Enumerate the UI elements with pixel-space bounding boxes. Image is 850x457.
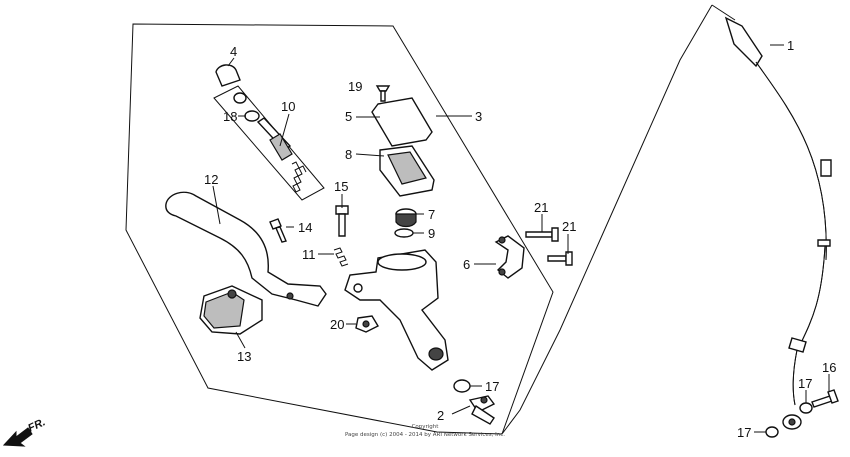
screw-14 xyxy=(269,218,287,243)
banjo-bolt-2 xyxy=(468,395,496,425)
callout-20: 20 xyxy=(330,317,344,332)
pivot-bolt-15 xyxy=(335,205,349,237)
callout-18: 18 xyxy=(223,109,237,124)
callout-5: 5 xyxy=(345,109,352,124)
screw-19 xyxy=(375,85,391,102)
leader-lines xyxy=(212,44,830,433)
callout-11: 11 xyxy=(302,247,316,262)
callout-21-b: 21 xyxy=(562,219,576,234)
callout-6: 6 xyxy=(463,257,470,272)
callout-8: 8 xyxy=(345,147,352,162)
front-arrow-icon xyxy=(2,427,33,447)
assembly-outline xyxy=(125,23,554,435)
clutch-lever xyxy=(165,191,327,307)
front-direction-indicator: FR. xyxy=(2,416,47,447)
callout-15: 15 xyxy=(334,179,348,194)
callout-16: 16 xyxy=(822,360,836,375)
switch-housing-13 xyxy=(199,285,263,335)
copyright-line-2: Page design (c) 2004 - 2014 by ARI Netwo… xyxy=(345,432,505,438)
callout-14: 14 xyxy=(298,220,312,235)
clamp-6 xyxy=(494,235,525,279)
master-cylinder xyxy=(344,249,449,371)
bolt-16 xyxy=(811,389,839,408)
copyright-line-1: Copyright xyxy=(412,424,440,430)
callout-4: 4 xyxy=(230,44,237,59)
callout-9: 9 xyxy=(428,226,435,241)
callout-12: 12 xyxy=(204,172,218,187)
callout-17-center: 17 xyxy=(485,379,499,394)
reservoir-cap xyxy=(371,97,433,147)
callout-10: 10 xyxy=(281,99,295,114)
diaphragm-plate xyxy=(379,145,435,197)
brake-hose xyxy=(501,4,832,435)
front-label: FR. xyxy=(26,416,47,434)
callout-21-a: 21 xyxy=(534,200,548,215)
callout-19: 19 xyxy=(348,79,362,94)
nut-20 xyxy=(355,315,379,333)
ring-9 xyxy=(394,228,414,238)
boot-7 xyxy=(395,208,417,228)
callout-2: 2 xyxy=(437,408,444,423)
piston-kit xyxy=(213,64,325,201)
washer-17-right xyxy=(799,402,813,414)
callout-7: 7 xyxy=(428,207,435,222)
callout-13: 13 xyxy=(237,349,251,364)
washer-17-center xyxy=(453,379,471,393)
spring-11 xyxy=(333,247,349,267)
hose-fitting xyxy=(782,414,802,430)
bolt-21-b xyxy=(547,251,573,266)
callout-17-right: 17 xyxy=(798,376,812,391)
callout-1: 1 xyxy=(787,38,794,53)
bolt-21-a xyxy=(525,227,559,242)
callout-3: 3 xyxy=(475,109,482,124)
callout-17-left: 17 xyxy=(737,425,751,440)
washer-17-left xyxy=(765,426,779,438)
